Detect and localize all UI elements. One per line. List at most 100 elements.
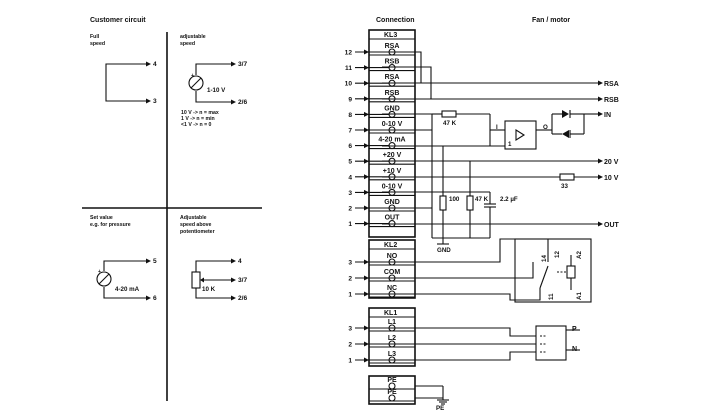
relay-pin-14: 14 <box>541 255 548 262</box>
kl3-terminal-number: 1 <box>348 221 352 228</box>
resistor-47k-label: 47 K <box>475 196 489 203</box>
kl1-terminal-number: 2 <box>348 342 352 349</box>
kl3-terminal-number: 3 <box>348 190 352 197</box>
pe-row: PE <box>369 377 415 390</box>
kl3-terminal-label: RSB <box>385 59 400 66</box>
gnd-label: GND <box>437 247 451 254</box>
adjustable-note-1: 10 V -> n = max <box>181 110 219 116</box>
kl3-terminal-label: +20 V <box>383 152 402 159</box>
kl3-arrow-icon <box>364 80 369 86</box>
supply-p: P <box>572 326 577 333</box>
kl2-terminal-number: 2 <box>348 276 352 283</box>
resistor-33-label: 33 <box>561 183 568 190</box>
power-supply-circuit: P N <box>382 325 580 361</box>
full-speed-terminal-1: 4 <box>153 61 157 68</box>
out-20v: 20 V <box>604 159 619 166</box>
out-rsb: RSB <box>604 97 619 104</box>
pe-ground-label: PE <box>436 405 444 411</box>
kl3-row: 0-10 V7 <box>348 121 415 135</box>
relay-circuit: 14 12 11 A2 A1 <box>382 238 592 303</box>
kl3-terminal-label: RSA <box>385 43 400 50</box>
kl3-arrow-icon <box>364 65 369 71</box>
pot-label-2: speed above <box>180 222 212 228</box>
resistor-47k-top <box>441 110 457 118</box>
pot-value: 10 K <box>202 286 216 293</box>
set-value-label: Set value <box>90 215 113 221</box>
kl3-terminal-number: 4 <box>348 174 352 181</box>
kl3-terminal-label: 0-10 V <box>382 121 403 128</box>
relay-pin-a2: A2 <box>576 251 583 259</box>
kl1-row: L13 <box>348 319 415 333</box>
adjustable-label-2: speed <box>180 41 195 47</box>
set-value-label-2: e.g. for pressure <box>90 222 131 228</box>
resistor-47k <box>466 195 474 211</box>
kl3-arrow-icon <box>364 189 369 195</box>
kl3-terminal-number: 8 <box>348 112 352 119</box>
resistor-47k-top-label: 47 K <box>443 120 457 127</box>
kl3-arrow-icon <box>364 96 369 102</box>
header-connection: Connection <box>376 17 415 24</box>
kl3-row: 0-10 V3 <box>348 183 415 197</box>
kl3-arrow-icon <box>364 143 369 149</box>
kl2-terminal-label: NC <box>387 285 397 292</box>
kl3-arrow-icon <box>364 111 369 117</box>
relay-box <box>514 238 592 303</box>
svg-text:+: + <box>191 73 194 79</box>
kl1-arrow-icon <box>364 325 369 331</box>
pot-terminal-3: 2/6 <box>238 295 247 302</box>
kl3-terminal-label: OUT <box>385 215 401 222</box>
header-fan-motor: Fan / motor <box>532 17 570 24</box>
out-in: IN <box>604 112 611 119</box>
full-speed-circuit: Full speed 4 3 <box>90 34 157 105</box>
set-value-terminal-2: 6 <box>153 295 157 302</box>
set-value-circuit: Set value e.g. for pressure + 4-20 mA 5 … <box>90 215 157 302</box>
kl3-arrow-icon <box>364 205 369 211</box>
kl3-row: OUT 1 <box>348 215 415 228</box>
fan-internal-circuit: RSA RSB 47 K 1 I O IN <box>382 51 620 254</box>
set-value-source: 4-20 mA <box>115 286 140 293</box>
kl3-title: KL3 <box>384 32 397 39</box>
svg-text:+: + <box>98 269 101 275</box>
pe-row: PE <box>369 389 415 402</box>
adjustable-terminal-1: 3/7 <box>238 61 247 68</box>
adjustable-note-2: 1 V -> n = min <box>181 116 215 122</box>
kl2-arrow-icon <box>364 259 369 265</box>
out-rsa: RSA <box>604 81 619 88</box>
pot-label-3: potentiometer <box>180 229 215 235</box>
kl3-arrow-icon <box>364 174 369 180</box>
capacitor-label: 2.2 µF <box>500 196 518 203</box>
kl2-terminal-number: 3 <box>348 260 352 267</box>
full-speed-terminal-2: 3 <box>153 98 157 105</box>
kl3-terminal-number: 6 <box>348 143 352 150</box>
pot-terminal-2: 3/7 <box>238 277 247 284</box>
amplifier-block <box>504 120 537 150</box>
amp-input-label: 1 <box>508 141 512 148</box>
kl2-title: KL2 <box>384 242 397 249</box>
kl1-row: L22 <box>348 335 415 349</box>
kl3-terminal-number: 5 <box>348 159 352 166</box>
relay-pin-12: 12 <box>554 251 561 258</box>
kl3-terminal-label: GND <box>384 105 400 112</box>
amp-o-label: O <box>543 124 548 131</box>
kl1-terminal-number: 3 <box>348 326 352 333</box>
kl3-terminal-number: 10 <box>345 81 353 88</box>
out-out: OUT <box>604 222 620 229</box>
relay-coil <box>566 265 576 279</box>
pot-terminal-1: 4 <box>238 258 242 265</box>
kl2-terminal-number: 1 <box>348 292 352 299</box>
adjustable-speed-circuit: adjustable speed + 1-10 V 3/7 2/6 10 V -… <box>180 34 247 128</box>
full-speed-label-2: speed <box>90 41 105 47</box>
kl2-terminal-label: NO <box>387 253 398 260</box>
kl3-terminal-label: 4-20 mA <box>378 137 405 144</box>
resistor-33 <box>559 173 575 181</box>
